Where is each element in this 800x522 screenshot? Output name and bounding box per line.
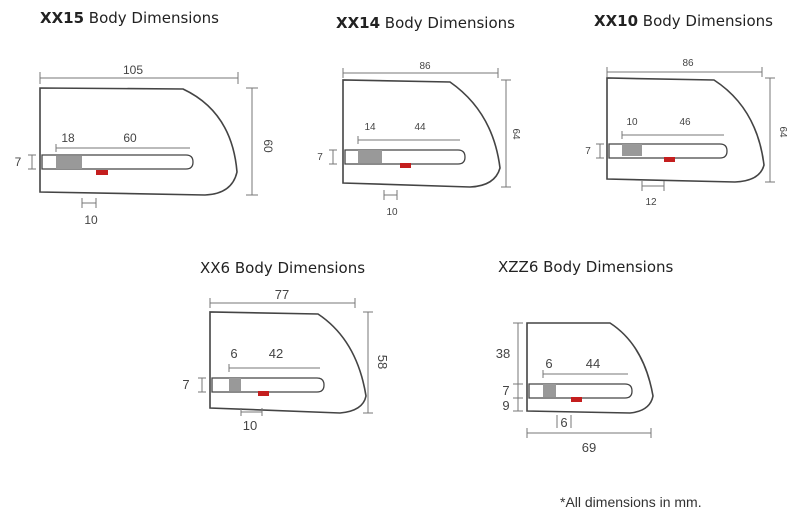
xx10-gap-label: 7: [585, 146, 591, 157]
xzz6-width-label: 69: [582, 440, 596, 455]
xx14-width-label: 86: [419, 61, 431, 72]
xx15-slot-label: 60: [123, 131, 137, 145]
xzz6-title: XZZ6 Body Dimensions: [498, 258, 674, 276]
xx6-slot-label: 42: [269, 346, 283, 361]
xzz6-slot-label: 44: [586, 356, 600, 371]
xzz6-gap2-label: 9: [502, 398, 509, 413]
xx6-offset-label: 10: [243, 418, 257, 433]
xx15-offset-label: 10: [84, 213, 98, 227]
xx10-pin-label: 10: [626, 117, 638, 128]
xx10-slot-label: 46: [679, 117, 691, 128]
xx6-pin-label: 6: [230, 346, 237, 361]
xx15-height-label: 60: [261, 139, 275, 153]
xx14-gap-label: 7: [317, 152, 323, 163]
xzz6-drawing: 38 7 9 6 44 6 69: [496, 322, 654, 455]
xx14-pin-label: 14: [364, 122, 376, 133]
units-footnote: *All dimensions in mm.: [560, 494, 702, 510]
xx10-height-label: 64: [777, 126, 788, 138]
xx6-gap-label: 7: [182, 377, 189, 392]
xx14-height-label: 64: [510, 128, 521, 140]
xx14-offset-label: 10: [386, 207, 398, 218]
xx10-offset-label: 12: [645, 197, 657, 208]
xzz6-offset-label: 6: [560, 415, 567, 430]
xx15-gap-label: 7: [15, 155, 22, 169]
xx6-title: XX6 Body Dimensions: [200, 259, 366, 277]
xx14-title: XX14 Body Dimensions: [336, 14, 515, 32]
xzz6-pin-label: 6: [545, 356, 552, 371]
xx6-drawing: 77 58 6 42 7 10: [182, 287, 390, 433]
xx15-pin-label: 18: [61, 131, 75, 145]
xx15-drawing: 105 60 18 60 7 10: [15, 63, 275, 227]
xx10-width-label: 86: [682, 58, 694, 69]
xzz6-height-label: 38: [496, 346, 510, 361]
xx15-title: XX15 Body Dimensions: [40, 9, 219, 27]
xx15-width-label: 105: [123, 63, 143, 77]
xx14-drawing: 86 64 14 44 7 10: [317, 61, 521, 218]
xx6-height-label: 58: [375, 355, 390, 369]
xx10-drawing: 86 64 10 46 7 12: [585, 58, 788, 208]
xzz6-gap-label: 7: [502, 383, 509, 398]
xx14-slot-label: 44: [414, 122, 426, 133]
xx6-width-label: 77: [275, 287, 289, 302]
xx10-title: XX10 Body Dimensions: [594, 12, 773, 30]
